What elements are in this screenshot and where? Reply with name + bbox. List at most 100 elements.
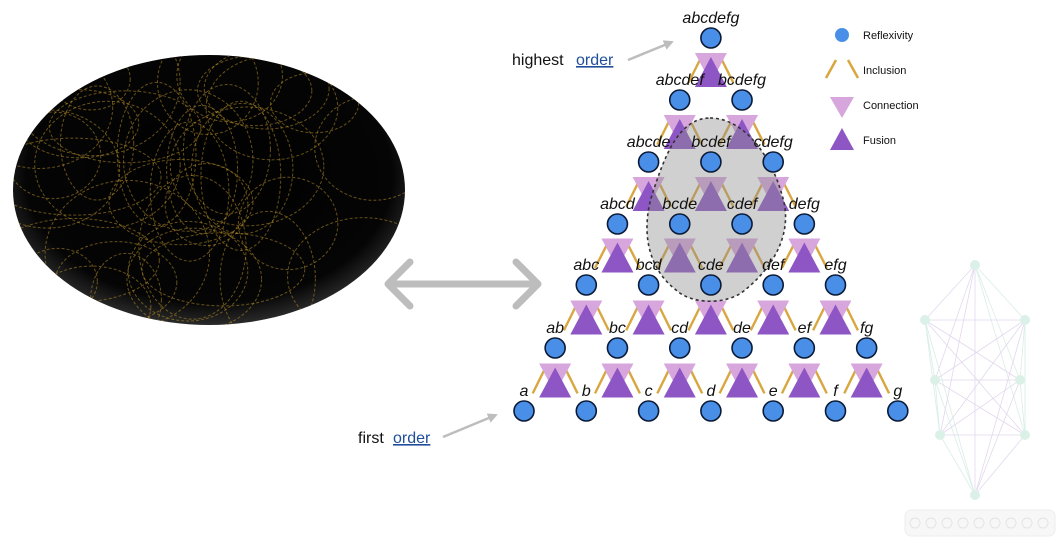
first-order-annotation: first order [358,413,498,447]
reflexivity-node [731,337,753,359]
lattice-node-label: de [733,320,751,337]
lattice-node-label: cd [671,320,689,337]
fusion-triangle-icon [663,119,696,149]
legend-inclusion-label: Inclusion [863,65,906,77]
sphere-dashed-circle [13,55,114,169]
lattice-node-label: ef [798,320,813,337]
fusion-triangle-icon [632,181,665,211]
faded-network-edge [924,319,976,496]
legend-connection-label: Connection [863,100,919,112]
faded-network-edge [934,379,976,496]
sphere-dashed-circle [18,89,140,159]
fusion-swatch-icon [830,128,854,150]
lattice-node-label: c [645,383,653,400]
sphere-network [13,55,405,325]
sphere-dashed-circle [123,89,254,232]
faded-network-edge [924,319,1026,436]
highest-order-annotation: highest order [512,40,674,69]
reflexivity-node [824,274,847,296]
reflexivity-node [700,400,722,422]
sphere-dashed-circle [34,100,181,229]
lattice-node-label: bcdef [691,134,732,151]
first-label: first [358,430,384,447]
fusion-triangle-icon [726,367,759,398]
sphere-dashed-circle [164,163,249,247]
reflexivity-node [793,213,816,235]
double-arrow-icon [384,258,542,310]
lattice-node-label: cdefg [754,134,793,151]
faded-network-node [1020,430,1030,440]
lattice-nodes [513,27,909,422]
sphere-dashed-circle [127,220,249,322]
sphere-dashed-circle [13,111,102,200]
faded-network-strip-node [1021,517,1033,529]
faded-network-strip-node [973,517,985,529]
reflexivity-node [793,337,816,359]
lattice-node-label: ab [546,320,564,337]
sphere-dashed-circle [44,179,211,325]
highlight-region [646,117,787,302]
inclusion-swatch-left-icon [824,59,838,79]
lattice-node-label: abcdef [656,72,706,89]
faded-network-edge [924,319,1021,381]
faded-network-strip-node [957,517,969,529]
reflexivity-node [731,213,753,235]
fusion-triangle-icon [788,367,821,398]
faded-network-node [1015,375,1025,385]
sphere-dashed-circle [203,55,330,130]
sphere-dashed-circle [31,265,152,325]
lattice-node-label: f [833,383,839,400]
faded-network-edge [939,379,1021,436]
highest-order-link[interactable]: order [576,52,614,69]
lattice-node-label: bcde [662,196,697,213]
faded-network-edge [974,264,1026,321]
legend-reflexivity-label: Reflexivity [863,30,914,42]
lattice-triangles [539,53,883,398]
reflexivity-node [575,274,598,296]
faded-network-edge [939,264,976,436]
fusion-triangle-icon [726,119,759,149]
legend-connection: Connection [830,97,919,118]
legend-fusion-label: Fusion [863,135,896,147]
fusion-triangle-icon [757,304,790,335]
lattice-node-label: bcdefg [718,72,766,89]
reflexivity-node [513,400,535,422]
sphere-dashed-circle [219,210,316,325]
faded-network-edge [974,379,1021,496]
reflexivity-node [886,400,909,422]
sphere-dashed-circle [237,176,339,271]
reflexivity-swatch-icon [835,28,849,42]
lattice-node-label: cde [698,257,724,274]
sphere-dashed-circle [59,85,135,201]
fusion-triangle-icon [570,304,603,335]
lattice-node-label: efg [824,257,846,274]
faded-network-node [920,315,930,325]
reflexivity-node [606,213,629,235]
sphere-dashed-circle [200,100,282,251]
sphere-dashed-circle [196,55,313,127]
reflexivity-node [824,400,847,422]
sphere-dashed-circle [176,55,283,123]
legend: Reflexivity Inclusion Connection Fusion [824,28,919,150]
faded-network-edge [934,379,941,436]
fusion-triangle-icon [757,181,790,211]
lattice-node-label: cdef [727,196,759,213]
fusion-triangle-icon [694,57,727,87]
reflexivity-node [606,337,629,359]
lattice-node-label: def [762,257,786,274]
reflexivity-node [700,274,722,296]
reflexivity-node [544,337,566,359]
faded-network-node [970,260,980,270]
faded-network-edge [934,264,976,381]
legend-inclusion: Inclusion [824,59,906,79]
sphere-dashed-circle [287,217,405,325]
fusion-triangle-icon [726,242,759,273]
lattice-node-label: g [893,383,902,400]
faded-network-edge [974,264,1021,381]
faded-network-edge [974,434,1026,496]
faded-network-strip [904,509,1056,537]
first-order-link[interactable]: order [393,430,431,447]
lattice-node-label: a [520,383,529,400]
sphere-dashed-circle [126,227,263,325]
